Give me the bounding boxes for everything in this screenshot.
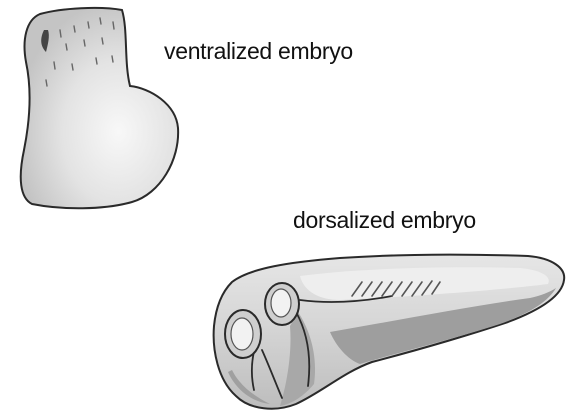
dorsalized-embryo-label: dorsalized embryo [293, 207, 476, 234]
dorsalized-embryo [214, 255, 565, 409]
dorsalized-embryo-eye-left [225, 310, 261, 358]
ventralized-embryo-label: ventralized embryo [164, 38, 353, 65]
dorsalized-embryo-eye-right [265, 283, 299, 325]
ventralized-embryo [21, 8, 178, 208]
